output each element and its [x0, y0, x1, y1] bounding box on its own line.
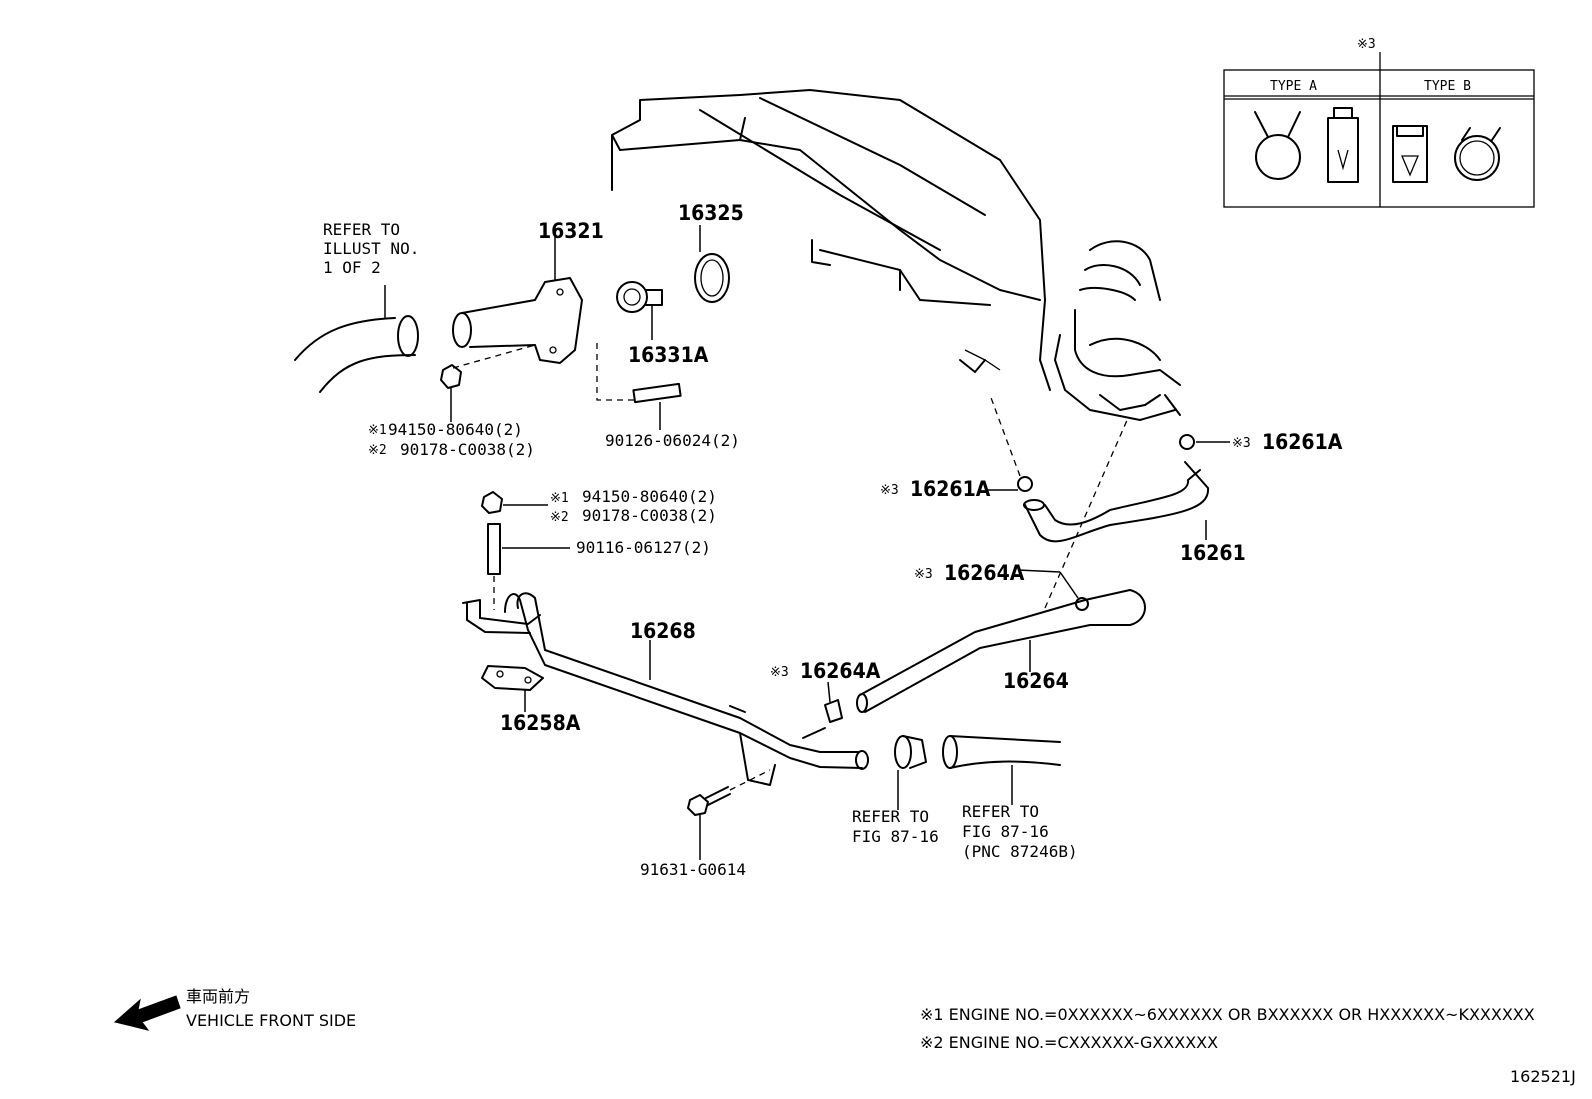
- heater-hose-87246b: [942, 735, 1061, 805]
- hose-16261: [1023, 461, 1210, 543]
- nut-upper: [440, 364, 462, 422]
- upper-radiator-hose: [294, 285, 419, 393]
- part-label-16268: 16268: [630, 619, 696, 643]
- part-label-16258a: 16258A: [500, 711, 581, 735]
- part-label-16331a: 16331A: [628, 343, 709, 367]
- refer-illust-line2: ILLUST NO.: [323, 239, 419, 258]
- part-label-16325: 16325: [678, 201, 744, 225]
- water-inlet-16321: [452, 235, 583, 364]
- nut-upper-line1: 94150-80640(2): [388, 420, 523, 439]
- part-label-16264a-lower: 16264A: [800, 659, 881, 683]
- part-label-16264a-upper: 16264A: [944, 561, 1025, 585]
- part-label-91631: 91631-G0614: [640, 860, 746, 879]
- part-label-16261a-left: 16261A: [910, 477, 991, 501]
- type-a-label: TYPE A: [1270, 79, 1317, 94]
- nut-lower: [481, 491, 548, 514]
- vehicle-front-jp: 車両前方: [186, 987, 250, 1006]
- hose-16264: [856, 589, 1146, 713]
- water-bypass-pipe-16268: [462, 592, 869, 786]
- figure-id: 162521J: [1510, 1067, 1576, 1086]
- type-a-ring-clamp-icon: [1254, 111, 1301, 180]
- gasket-16258a: [481, 665, 544, 712]
- nut-lower-line2: 90178-C0038(2): [582, 506, 717, 525]
- bolt-91631: [687, 769, 771, 860]
- hose-clamp-ring: [894, 735, 927, 810]
- clamp-16264a-lower: [824, 681, 843, 723]
- refer-illust-line3: 1 OF 2: [323, 258, 381, 277]
- stud-bolt-90116: [487, 523, 570, 610]
- refer-fig-a-line1: REFER TO: [852, 807, 929, 826]
- part-label-16321: 16321: [538, 219, 604, 243]
- refer-fig-b-line1: REFER TO: [962, 802, 1039, 821]
- refer-fig-b-line3: (PNC 87246B): [962, 842, 1078, 861]
- clamp-16261a-left: [988, 394, 1033, 492]
- part-label-16261a-right: 16261A: [1262, 430, 1343, 454]
- refer-illust-line1: REFER TO: [323, 220, 400, 239]
- engine-note-1: ※1 ENGINE NO.=0XXXXXX~6XXXXXX OR BXXXXXX…: [920, 1005, 1535, 1024]
- part-label-90126: 90126-06024(2): [605, 431, 740, 450]
- thermostat-16331a: [616, 281, 663, 340]
- type-b-clip-icon: [1392, 125, 1428, 183]
- part-label-16264: 16264: [1003, 669, 1069, 693]
- mark-3-16264a-upper: ※3: [914, 567, 933, 582]
- clamp-16264a-upper: [1017, 569, 1089, 611]
- mark-1-lower: ※1: [550, 491, 569, 506]
- vehicle-front-en: VEHICLE FRONT SIDE: [186, 1011, 356, 1030]
- engine-note-2: ※2 ENGINE NO.=CXXXXXX-GXXXXXX: [920, 1033, 1218, 1052]
- stud-bolt-90126: [452, 343, 682, 430]
- type-table-ref-mark: ※3: [1357, 37, 1376, 52]
- type-b-ring-clamp-icon: [1454, 127, 1501, 181]
- nut-upper-line2: 90178-C0038(2): [400, 440, 535, 459]
- part-label-16261: 16261: [1180, 541, 1246, 565]
- clamp-type-table: ※3 TYPE A TYPE B: [1223, 37, 1535, 208]
- mark-2-lower: ※2: [550, 510, 569, 525]
- engine-block-outline: [611, 89, 1181, 421]
- vehicle-front-arrow-icon: [113, 995, 181, 1031]
- mark-3-16264a-lower: ※3: [770, 665, 789, 680]
- refer-fig-a-line2: FIG 87-16: [852, 827, 939, 846]
- mark-2-upper: ※2: [368, 443, 387, 458]
- mark-3-16261a-left: ※3: [880, 483, 899, 498]
- type-a-clip-icon: [1327, 107, 1359, 183]
- part-label-90116: 90116-06127(2): [576, 538, 711, 557]
- gasket-16325: [694, 225, 730, 303]
- refer-fig-b-line2: FIG 87-16: [962, 822, 1049, 841]
- clamp-16261a-right: [1179, 434, 1230, 450]
- mark-3-16261a-right: ※3: [1232, 436, 1251, 451]
- nut-lower-line1: 94150-80640(2): [582, 487, 717, 506]
- type-b-label: TYPE B: [1424, 79, 1471, 94]
- mark-1-upper: ※1: [368, 423, 387, 438]
